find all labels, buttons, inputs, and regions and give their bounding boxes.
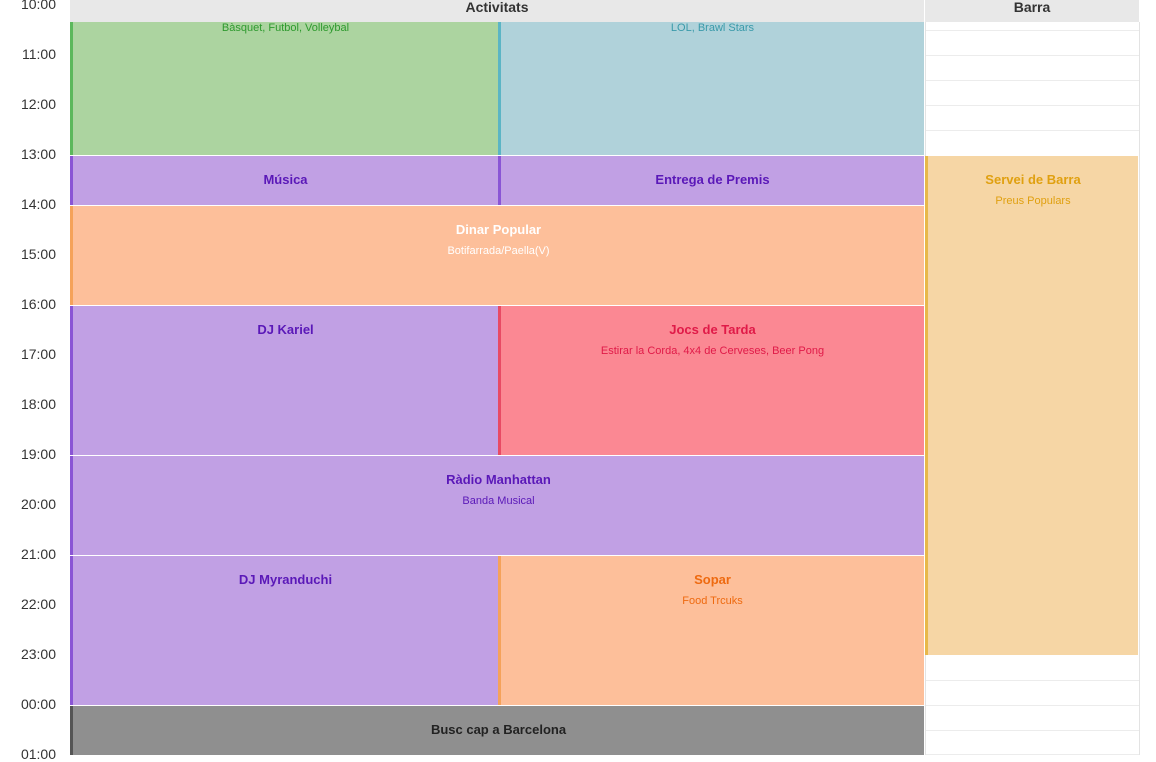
event-title: DJ Kariel [257, 322, 314, 337]
event-title: Ràdio Manhattan [446, 472, 551, 487]
time-label: 18:00 [20, 396, 56, 412]
gridline [926, 30, 1139, 31]
event-dinar-popular[interactable]: Dinar Popular Botifarrada/Paella(V) [70, 206, 924, 305]
gridline [926, 55, 1139, 56]
time-label: 13:00 [20, 146, 56, 162]
gridline [926, 730, 1139, 731]
time-label: 11:00 [22, 46, 56, 62]
event-title: DJ Myranduchi [238, 572, 333, 587]
event-dj-kariel[interactable]: DJ Kariel [70, 306, 498, 455]
event-title: Sopar [694, 572, 731, 587]
event-entrega-premis[interactable]: Entrega de Premis [498, 156, 924, 205]
event-subtitle: Estirar la Corda, 4x4 de Cerveses, Beer … [600, 345, 825, 357]
time-label: 16:00 [20, 296, 56, 312]
gridline [926, 705, 1139, 706]
event-subtitle: LOL, Brawl Stars [670, 22, 755, 34]
event-jocs-de-tarda[interactable]: Jocs de Tarda Estirar la Corda, 4x4 de C… [498, 306, 924, 455]
event-bus-barcelona[interactable]: Busc cap a Barcelona [70, 706, 924, 755]
column-header-activitats: Activitats [70, 0, 924, 22]
time-label: 00:00 [20, 696, 56, 712]
time-label: 17:00 [20, 346, 56, 362]
event-subtitle: Preus Populars [995, 195, 1071, 207]
event-title: Entrega de Premis [655, 172, 770, 187]
gridline [926, 80, 1139, 81]
event-subtitle: Bàsquet, Futbol, Volleybal [221, 22, 350, 34]
event-title: Servei de Barra [985, 172, 1081, 187]
event-title: Música [263, 172, 308, 187]
time-label: 23:00 [20, 646, 56, 662]
event-servei-de-barra[interactable]: Servei de Barra Preus Populars [925, 156, 1138, 655]
event-title: Dinar Popular [455, 222, 542, 237]
event-esports[interactable]: Bàsquet, Futbol, Volleybal [70, 22, 498, 155]
event-dj-myranduchi[interactable]: DJ Myranduchi [70, 556, 498, 705]
event-subtitle: Food Trcuks [682, 595, 743, 607]
event-title: Busc cap a Barcelona [430, 722, 567, 737]
event-sopar[interactable]: Sopar Food Trcuks [498, 556, 924, 705]
gridline [926, 754, 1139, 755]
event-radio-manhattan[interactable]: Ràdio Manhattan Banda Musical [70, 456, 924, 555]
time-label: 19:00 [20, 446, 56, 462]
gridline [926, 105, 1139, 106]
event-musica[interactable]: Música [70, 156, 498, 205]
time-label: 21:00 [20, 546, 56, 562]
column-header-barra: Barra [925, 0, 1139, 22]
time-label: 14:00 [20, 196, 56, 212]
gridline [926, 680, 1139, 681]
time-label: 10:00 [20, 0, 56, 12]
event-subtitle: Banda Musical [462, 495, 535, 507]
event-subtitle: Botifarrada/Paella(V) [447, 245, 550, 257]
time-label: 20:00 [20, 496, 56, 512]
time-label: 01:00 [20, 746, 56, 762]
time-label: 15:00 [20, 246, 56, 262]
event-videojocs[interactable]: LOL, Brawl Stars [498, 22, 924, 155]
time-label: 12:00 [20, 96, 56, 112]
gridline [926, 130, 1139, 131]
event-title: Jocs de Tarda [669, 322, 756, 337]
time-label: 22:00 [20, 596, 56, 612]
